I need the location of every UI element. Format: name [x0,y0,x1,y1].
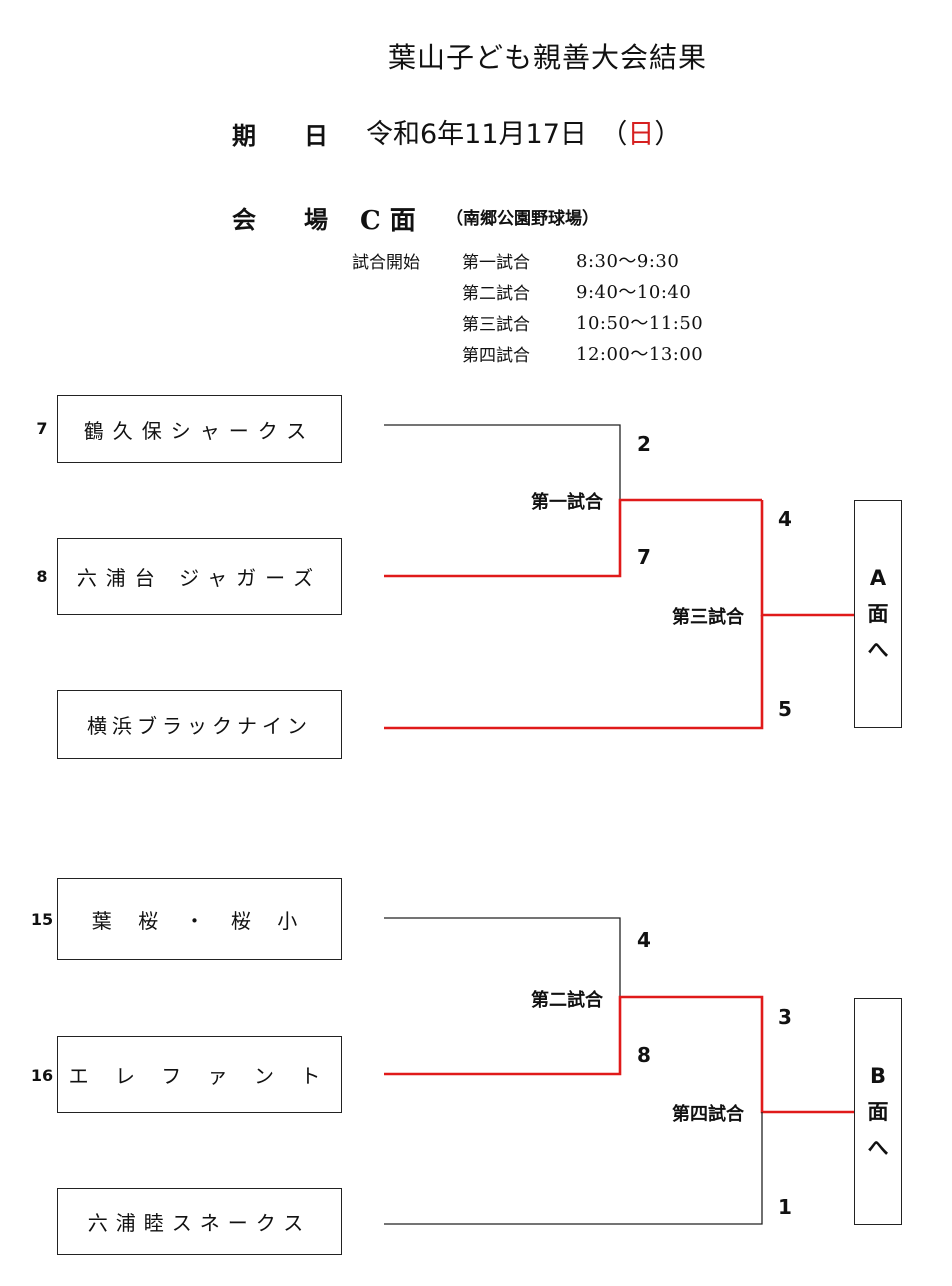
date-label: 期 日 [232,122,328,150]
line-game3-win [760,500,855,617]
match-label-game2: 第二試合 [531,990,603,1011]
line-team-4 [384,917,621,997]
dest-b-to: へ [867,1135,889,1160]
match-label-game1: 第一試合 [531,492,603,513]
line-team-1 [384,424,621,500]
team-box-2: 六浦台 ジャガーズ [57,538,342,615]
score-game2-b: 8 [637,1043,651,1067]
dest-b-letter: B [869,1063,886,1088]
team-box-3: 横浜ブラックナイン [57,690,342,759]
schedule-time-4: 12:00〜13:00 [576,344,704,365]
seed-team-2: 8 [36,567,48,586]
team-box-6: 六浦睦スネークス [57,1188,342,1255]
team-box-4: 葉 桜 ・ 桜 小 [57,878,342,960]
team-box-1: 鶴久保シャークス [57,395,342,463]
score-game4-a: 3 [778,1005,792,1029]
date-close: ） [654,119,682,150]
dest-box-b: B 面 へ [854,998,902,1225]
team-box-5: エ レ フ ァ ン ト [57,1036,342,1113]
dest-box-a: A 面 へ [854,500,902,728]
date-value: 令和6年11月17日 （日） [366,112,681,151]
date-weekday: 日 [627,119,655,150]
dest-a-to: へ [867,638,889,662]
seed-team-5: 16 [30,1066,54,1085]
schedule-game-1: 第一試合 [462,253,530,273]
score-game2-a: 4 [637,928,651,952]
schedule-game-3: 第三試合 [462,315,530,335]
score-game3-a: 4 [778,507,792,531]
match-label-game3: 第三試合 [672,607,744,628]
line-team-6 [384,1112,763,1225]
line-team-3-win [384,615,764,730]
dest-b-face: 面 [867,1099,889,1124]
score-game3-b: 5 [778,697,792,721]
schedule-time-3: 10:50〜11:50 [576,313,704,334]
seed-team-1: 7 [36,419,48,438]
venue-label: 会 場 [232,206,328,234]
page-title: 葉山子ども親善大会結果 [388,41,708,74]
score-game1-a: 2 [637,432,651,456]
match-label-game4: 第四試合 [672,1104,744,1125]
schedule-time-2: 9:40〜10:40 [576,282,692,303]
line-team-2-win [384,498,762,578]
venue-park: （南郷公園野球場） [446,209,599,229]
schedule-game-4: 第四試合 [462,346,530,366]
score-game4-b: 1 [778,1195,792,1219]
venue-field: C 面 [360,206,416,236]
seed-team-4: 15 [30,910,54,929]
date-text: 令和6年11月17日 （ [366,119,628,150]
schedule-time-1: 8:30〜9:30 [576,251,680,272]
dest-a-face: 面 [867,602,889,626]
schedule-game-2: 第二試合 [462,284,530,304]
line-team-5-win [384,995,855,1114]
schedule-label: 試合開始 [352,253,420,273]
score-game1-b: 7 [637,545,651,569]
dest-a-letter: A [869,566,887,590]
